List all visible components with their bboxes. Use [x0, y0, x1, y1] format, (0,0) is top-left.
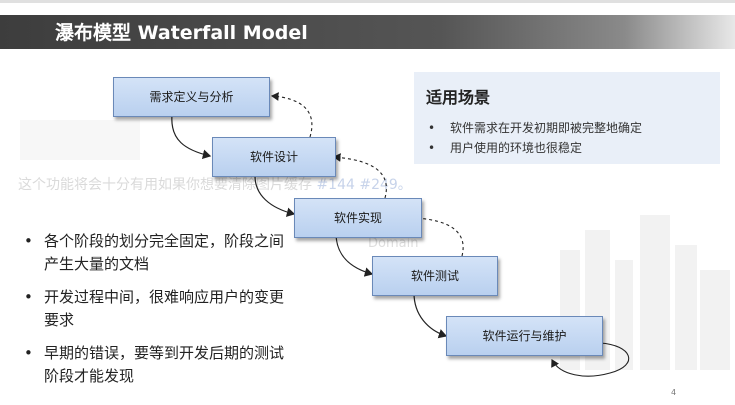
drawbacks-list: • 各个阶段的划分完全固定，阶段之间产生大量的文档 • 开发过程中间，很难响应用户的…	[22, 230, 292, 398]
bullet-icon: •	[428, 121, 436, 135]
scenario-item-text: 软件需求在开发初期即被完整地确定	[450, 121, 643, 135]
stage-testing: 软件测试	[372, 256, 498, 296]
title-bar	[0, 15, 735, 49]
feedback-arrow-1	[270, 92, 313, 138]
watermark-refs: #144 #249。	[316, 177, 412, 193]
stage-implementation: 软件实现	[294, 198, 422, 238]
scenario-panel: 适用场景 • 软件需求在开发初期即被完整地确定 • 用户使用的环境也很稳定	[414, 72, 720, 164]
flow-arrow-3	[335, 232, 374, 277]
drawback-text: 早期的错误，要等到开发后期的测试阶段才能发现	[44, 344, 285, 385]
feedback-arrow-3	[413, 213, 464, 257]
scenario-item: • 软件需求在开发初期即被完整地确定	[428, 118, 642, 138]
drawback-item: • 各个阶段的划分完全固定，阶段之间产生大量的文档	[22, 230, 292, 276]
flow-arrow-1	[171, 114, 212, 159]
feedback-arrow-2	[332, 153, 387, 199]
drawback-text: 开发过程中间，很难响应用户的变更要求	[44, 288, 285, 329]
maintenance-loop	[551, 342, 630, 377]
slide-title: 瀑布模型 Waterfall Model	[55, 22, 308, 44]
stage-requirements: 需求定义与分析	[113, 77, 270, 117]
drawback-text: 各个阶段的划分完全固定，阶段之间产生大量的文档	[44, 232, 285, 273]
flow-arrow-2	[254, 175, 296, 217]
bullet-icon: •	[24, 288, 33, 306]
flow-arrow-4	[413, 292, 448, 339]
stage-maintenance: 软件运行与维护	[446, 316, 603, 356]
scenario-list: • 软件需求在开发初期即被完整地确定 • 用户使用的环境也很稳定	[428, 118, 642, 158]
top-border	[0, 0, 735, 3]
scenario-heading: 适用场景	[426, 88, 491, 107]
bullet-icon: •	[24, 232, 33, 250]
watermark-domain: Domain	[368, 236, 419, 251]
watermark-text: 这个功能将会十分有用如果你想要清除图片缓存 #144 #249。	[18, 174, 412, 194]
page-number: 4	[671, 388, 677, 397]
bullet-icon: •	[24, 344, 33, 362]
drawback-item: • 开发过程中间，很难响应用户的变更要求	[22, 286, 292, 332]
stage-design: 软件设计	[212, 137, 336, 177]
scenario-item-text: 用户使用的环境也很稳定	[450, 141, 583, 155]
scenario-item: • 用户使用的环境也很稳定	[428, 138, 642, 158]
drawback-item: • 早期的错误，要等到开发后期的测试阶段才能发现	[22, 342, 292, 388]
bullet-icon: •	[428, 141, 436, 155]
watermark-main: 这个功能将会十分有用如果你想要清除图片缓存	[18, 177, 312, 193]
